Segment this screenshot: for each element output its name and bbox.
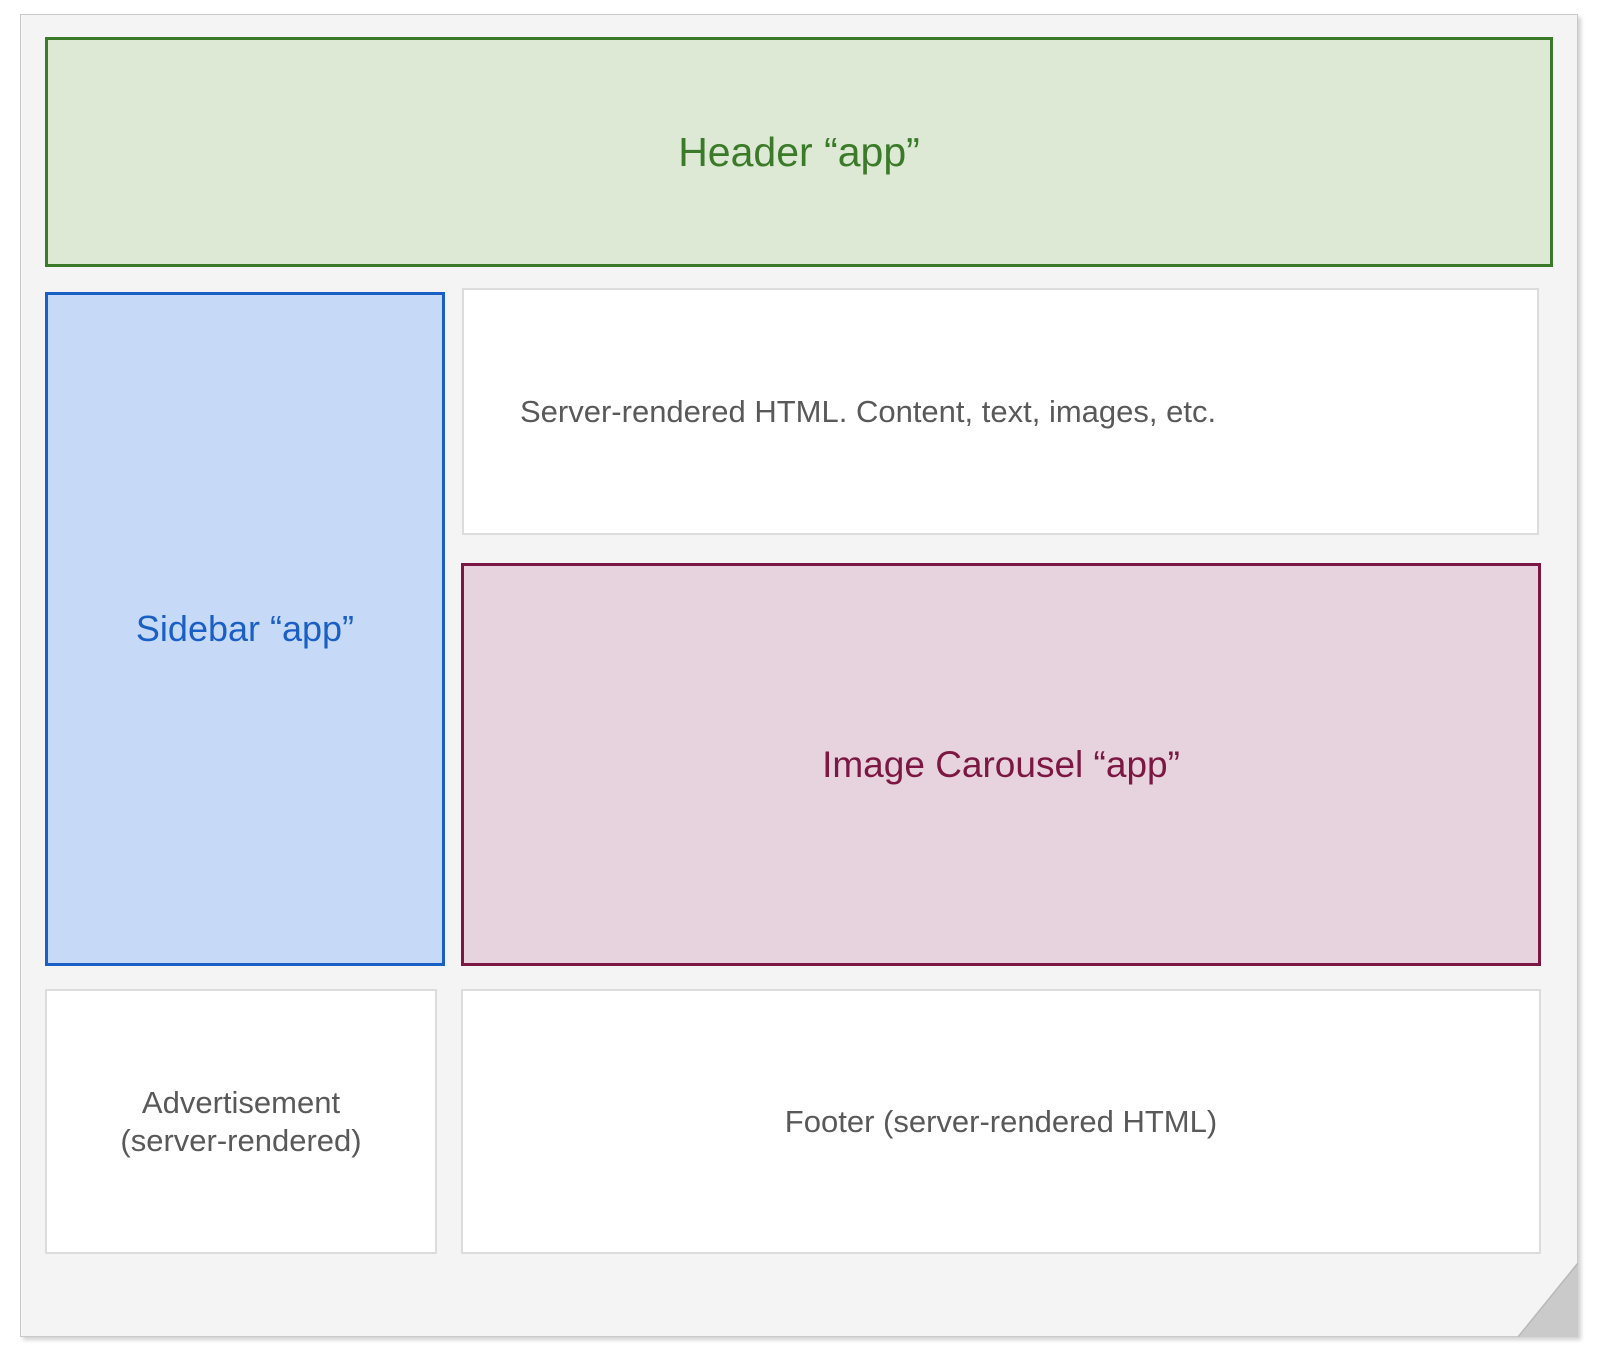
image-carousel-app-label: Image Carousel “app” [822, 743, 1180, 785]
advertisement-box[interactable]: Advertisement (server-rendered) [45, 989, 437, 1254]
advertisement-label: Advertisement (server-rendered) [120, 1084, 362, 1158]
sidebar-app-label: Sidebar “app” [135, 608, 355, 650]
footer-box[interactable]: Footer (server-rendered HTML) [461, 989, 1541, 1254]
page-sheet: Header “app” Sidebar “app” Server-render… [20, 14, 1578, 1337]
image-carousel-app-box[interactable]: Image Carousel “app” [461, 563, 1541, 966]
footer-label: Footer (server-rendered HTML) [784, 1103, 1218, 1139]
header-app-label: Header “app” [678, 128, 920, 175]
header-app-box[interactable]: Header “app” [45, 37, 1553, 267]
page-fold-corner-icon [1518, 1263, 1578, 1337]
server-rendered-content-label: Server-rendered HTML. Content, text, ima… [520, 393, 1217, 429]
sidebar-app-box[interactable]: Sidebar “app” [45, 292, 445, 966]
server-rendered-content-box[interactable]: Server-rendered HTML. Content, text, ima… [462, 288, 1539, 535]
